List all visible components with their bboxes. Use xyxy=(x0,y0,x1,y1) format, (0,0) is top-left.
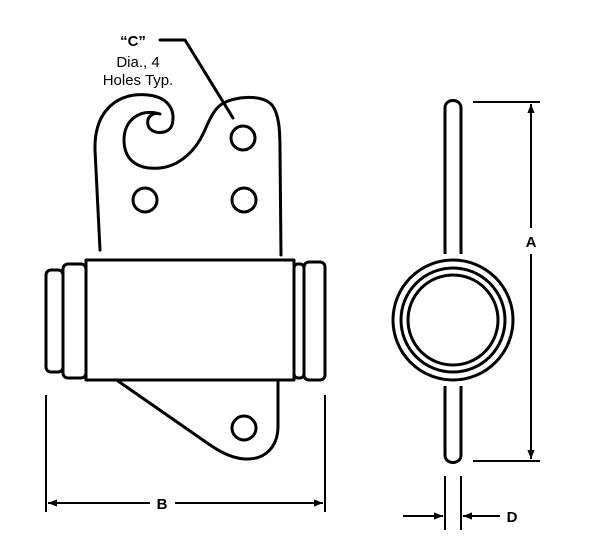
callout-leader xyxy=(158,38,235,120)
side-plate-bottom xyxy=(443,386,463,464)
roll-tube xyxy=(84,258,296,382)
dimension-d xyxy=(403,476,500,530)
tube-end-inner xyxy=(406,273,500,367)
hole-middle-left xyxy=(131,186,159,214)
mounting-plate-upper xyxy=(93,93,283,257)
left-flange-inner xyxy=(61,262,88,380)
dimension-a xyxy=(473,101,540,462)
side-view xyxy=(391,99,515,464)
dimension-a-label: A xyxy=(526,234,537,251)
dimension-d-label: D xyxy=(507,509,518,526)
hole-middle-right xyxy=(230,186,258,214)
dimension-b-label: B xyxy=(157,496,168,513)
hole-bottom xyxy=(230,414,258,442)
front-view xyxy=(44,93,327,461)
dimension-b xyxy=(45,395,326,512)
callout-line2: Holes Typ. xyxy=(103,72,174,89)
callout-line1: Dia., 4 xyxy=(116,54,159,71)
tube-end-middle xyxy=(399,266,507,374)
left-flange-outer xyxy=(44,268,65,374)
side-plate-top xyxy=(443,99,463,254)
tube-end-outer xyxy=(391,258,515,382)
mounting-plate-lower xyxy=(116,378,280,461)
right-flange-outer xyxy=(302,260,327,382)
callout-label: “C” xyxy=(120,33,146,50)
hole-top-right xyxy=(229,124,257,152)
